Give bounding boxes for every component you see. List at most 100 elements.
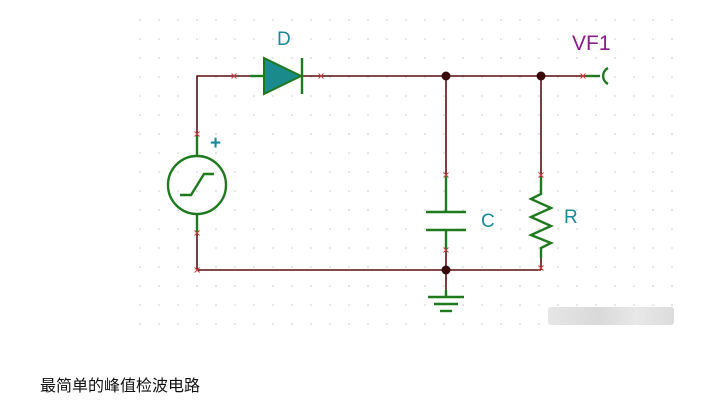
grid-dot [595,304,597,306]
grid-dot [348,190,350,192]
grid-dot [671,114,673,116]
grid-dot [500,152,502,154]
grid-dot [177,266,179,268]
grid-dot [500,285,502,287]
caption: 最简单的峰值检波电路 [40,376,201,395]
grid-dot [158,171,160,173]
grid-dot [291,266,293,268]
grid-dot [557,152,559,154]
grid-dot [215,133,217,135]
grid-dot [557,228,559,230]
grid-dot [177,19,179,21]
grid-dot [291,152,293,154]
grid-dot [348,57,350,59]
grid-dot [633,152,635,154]
grid-dot [253,209,255,211]
probe-label: VF1 [572,32,611,55]
grid-dot [424,323,426,325]
grid-dot [367,285,369,287]
grid-dot [310,95,312,97]
grid-dot [424,228,426,230]
grid-dot [443,114,445,116]
grid-dot [481,266,483,268]
grid-dot [633,266,635,268]
grid-dot [177,285,179,287]
grid-dot [272,285,274,287]
grid-dot [424,133,426,135]
grid-dot [557,133,559,135]
grid-dot [177,114,179,116]
grid-dot [272,266,274,268]
grid-dot [386,114,388,116]
grid-dot [633,304,635,306]
grid-dot [177,247,179,249]
grid-dot [481,95,483,97]
grid-dot [633,57,635,59]
grid-dot [500,19,502,21]
grid-dot [633,133,635,135]
grid-dot [500,114,502,116]
grid-dot [405,171,407,173]
grid-dot [462,285,464,287]
grid-dot [329,57,331,59]
grid-dot [291,19,293,21]
grid-dot [462,38,464,40]
grid-dot [386,247,388,249]
grid-dot [671,209,673,211]
grid-dot [595,19,597,21]
grid-dot [310,228,312,230]
grid-dot [158,285,160,287]
grid-dot [519,266,521,268]
grid-dot [614,266,616,268]
grid-dot [614,114,616,116]
grid-dot [519,190,521,192]
grid-dot [519,19,521,21]
grid-dot [367,57,369,59]
grid-dot [367,171,369,173]
grid-dot [462,114,464,116]
grid-dot [538,171,540,173]
grid-dot [595,152,597,154]
grid-dot [500,38,502,40]
grid-dot [443,95,445,97]
grid-dot [310,209,312,211]
grid-dot [519,304,521,306]
grid-dot [405,152,407,154]
grid-dot [348,209,350,211]
grid-dot [462,171,464,173]
grid-dot [652,304,654,306]
grid-dot [595,114,597,116]
grid-dot [158,57,160,59]
grid-dot [348,38,350,40]
grid-dot [291,304,293,306]
blurred-watermark [548,307,674,325]
grid-dot [386,228,388,230]
grid-dot [595,285,597,287]
grid-dot [310,285,312,287]
grid-dot [614,228,616,230]
grid-dot [158,38,160,40]
grid-dot [348,247,350,249]
grid-dot [557,209,559,211]
grid-dot [272,152,274,154]
pin-marker [538,172,544,178]
grid-dot [139,247,141,249]
grid-dot [158,304,160,306]
grid-dot [595,247,597,249]
grid-dot [291,38,293,40]
grid-dot [481,171,483,173]
grid-dot [481,190,483,192]
grid-dot [329,323,331,325]
grid-dot [595,228,597,230]
grid-dot [196,304,198,306]
grid-dot [291,95,293,97]
grid-dot [652,152,654,154]
grid-dot [215,304,217,306]
grid-dot [462,304,464,306]
grid-dot [215,247,217,249]
grid-dot [386,285,388,287]
grid-dot [462,95,464,97]
grid-dot [310,152,312,154]
grid-dot [557,38,559,40]
capacitor-symbol [426,175,466,250]
